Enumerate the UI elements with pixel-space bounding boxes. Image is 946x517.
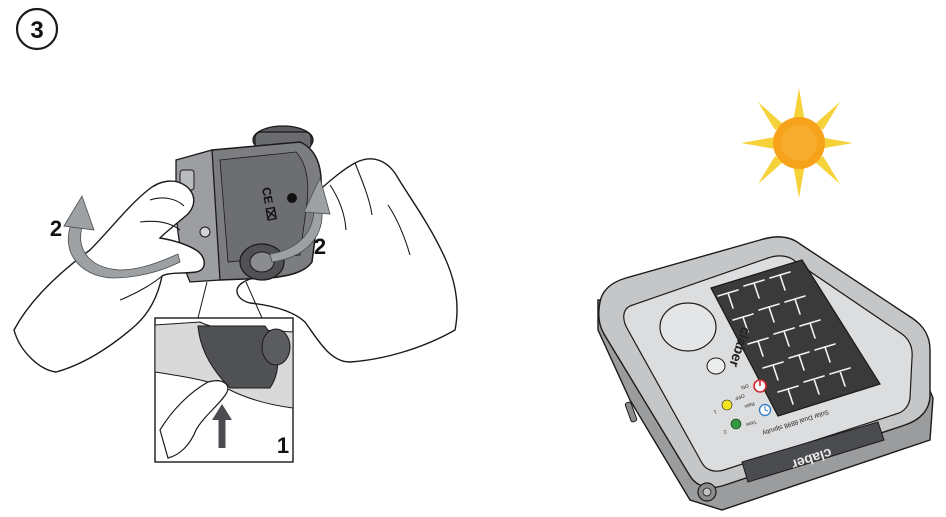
rotation-arrow-left-head (63, 195, 95, 231)
rotation-arrow-right-head (303, 176, 331, 215)
indicator-label: OFF (734, 392, 745, 401)
rotation-label-right: 2 (314, 234, 326, 259)
sun-core-highlight (781, 125, 817, 161)
rain-sensor-window (659, 302, 717, 352)
front-logo-plate (741, 421, 885, 483)
indicator-label: 1 (713, 408, 718, 415)
indicator-label: ON (740, 382, 749, 390)
right-hand-finger (329, 162, 411, 256)
left-figure: CE ⌧ 2 2 (13, 125, 458, 463)
indicator-labels: ON OFF 1 2 Rain Time (713, 382, 758, 435)
detail-inset: 1 (154, 317, 294, 463)
sun-rays (741, 88, 853, 198)
rotation-label-left: 2 (50, 216, 62, 241)
step-badge: 3 (15, 7, 59, 51)
indicator-label: Rain (743, 400, 755, 409)
step-number: 3 (30, 17, 43, 44)
left-hand-thumb (139, 197, 185, 231)
side-screw-inner (702, 487, 712, 497)
solar-panel-cells (717, 271, 851, 405)
left-hand-finger (119, 275, 163, 301)
indicator-label: Time (745, 418, 757, 427)
push-arrow-head (212, 404, 232, 420)
battery-module-screw (199, 226, 211, 238)
indicator-panel: ON OFF 1 2 Rain Time (713, 379, 772, 435)
small-sensor (706, 357, 726, 375)
inset-connector (261, 328, 291, 366)
indicator-yellow (721, 399, 733, 411)
side-latch (624, 401, 638, 423)
step-badge-circle (15, 7, 59, 51)
inset-step-label: 1 (277, 433, 289, 458)
indicator-label: 2 (723, 428, 728, 435)
rotation-arrow-right (269, 207, 323, 263)
device-screw-dot (287, 193, 297, 203)
clock-icon (764, 406, 769, 412)
inset-finger (159, 380, 229, 459)
solar-controller: Solar Dual 8898 slpruby claber ON OFF 1 … (597, 236, 934, 511)
inset-leader-lines (197, 281, 263, 319)
indicator-green (730, 418, 742, 430)
rotation-arrow-left (67, 221, 181, 279)
solar-panel (710, 259, 881, 417)
device-marks: CE ⌧ (259, 186, 279, 222)
sun-icon (741, 88, 853, 198)
